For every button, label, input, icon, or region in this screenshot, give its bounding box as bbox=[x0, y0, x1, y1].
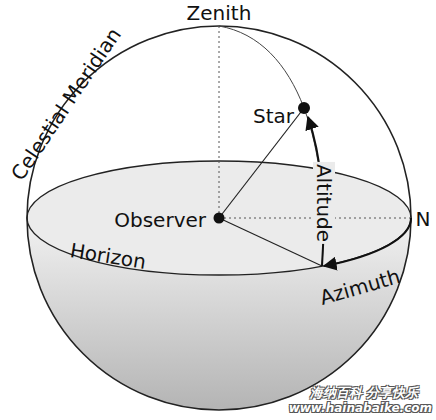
observer-label: Observer bbox=[114, 209, 206, 231]
watermark: www.hainabaike.com bbox=[289, 402, 432, 415]
star-dot bbox=[298, 102, 310, 114]
azimuth-line bbox=[219, 218, 322, 266]
altitude-label: Altitude bbox=[313, 162, 335, 244]
watermark: 海纳百科 分享快乐 bbox=[310, 386, 419, 400]
zenith-label: Zenith bbox=[187, 2, 252, 24]
horizon-plane bbox=[27, 161, 411, 275]
azimuth-arrow bbox=[324, 218, 411, 266]
observer-dot bbox=[214, 213, 225, 224]
north-label: N bbox=[416, 208, 431, 230]
vertical-circle bbox=[219, 26, 323, 266]
zenith-line bbox=[219, 26, 220, 218]
star-label: Star bbox=[253, 105, 294, 127]
